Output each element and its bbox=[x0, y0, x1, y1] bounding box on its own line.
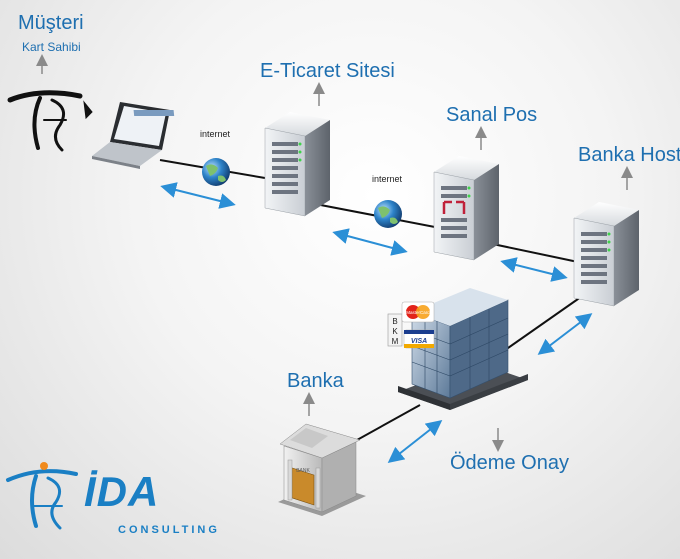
label-kart-sahibi: Kart Sahibi bbox=[22, 40, 81, 54]
laptop-icon bbox=[92, 102, 175, 169]
server-eticaret-icon bbox=[264, 112, 330, 217]
visa-text: VISA bbox=[411, 338, 427, 345]
customer-figure-icon bbox=[7, 90, 93, 152]
data-flow-arrows bbox=[160, 182, 593, 463]
flow-arrow-4 bbox=[537, 313, 593, 355]
label-internet-2: internet bbox=[372, 174, 403, 184]
card-brands: B K M MasterCard VISA bbox=[387, 301, 435, 349]
bkm-letter-k: K bbox=[392, 327, 398, 336]
flow-arrow-2 bbox=[332, 228, 408, 256]
label-eticaret-sitesi: E-Ticaret Sitesi bbox=[260, 60, 395, 82]
flow-arrow-1 bbox=[160, 182, 236, 209]
flow-arrow-5 bbox=[387, 420, 443, 463]
label-banka-host: Banka Host bbox=[578, 144, 680, 166]
label-sanal-pos: Sanal Pos bbox=[446, 104, 538, 126]
flow-arrow-3 bbox=[500, 257, 568, 282]
security-badge-icon bbox=[442, 200, 466, 214]
ida-logo-symbol-icon bbox=[6, 462, 78, 530]
internet-globe-icon-2 bbox=[374, 200, 402, 228]
link-bankahost-building bbox=[497, 291, 589, 356]
link-sanalpos-bankahost bbox=[487, 242, 579, 263]
bank-building-icon: BANK bbox=[278, 423, 366, 516]
label-internet-1: internet bbox=[200, 129, 231, 139]
internet-globe-icon-1 bbox=[202, 158, 230, 186]
link-eticaret-sanalpos bbox=[304, 201, 441, 229]
label-musteri: Müşteri bbox=[18, 12, 84, 34]
visa-icon: VISA bbox=[403, 329, 435, 349]
bkm-letter-b: B bbox=[392, 317, 397, 326]
logo-name: İDA bbox=[84, 468, 160, 515]
bkm-letter-m: M bbox=[392, 337, 399, 346]
bank-sign-text: BANK bbox=[296, 468, 310, 474]
server-sanalpos-icon bbox=[433, 156, 499, 261]
mastercard-icon: MasterCard bbox=[401, 301, 435, 323]
mastercard-text: MasterCard bbox=[406, 310, 430, 315]
bkm-badge bbox=[387, 313, 403, 347]
connector-lines bbox=[159, 159, 589, 456]
label-odeme-onay: Ödeme Onay bbox=[450, 452, 569, 474]
logo-subtitle: CONSULTING bbox=[118, 524, 220, 536]
server-bankahost-icon bbox=[573, 202, 639, 307]
label-pointer-arrows bbox=[36, 54, 633, 452]
label-banka: Banka bbox=[287, 370, 344, 392]
